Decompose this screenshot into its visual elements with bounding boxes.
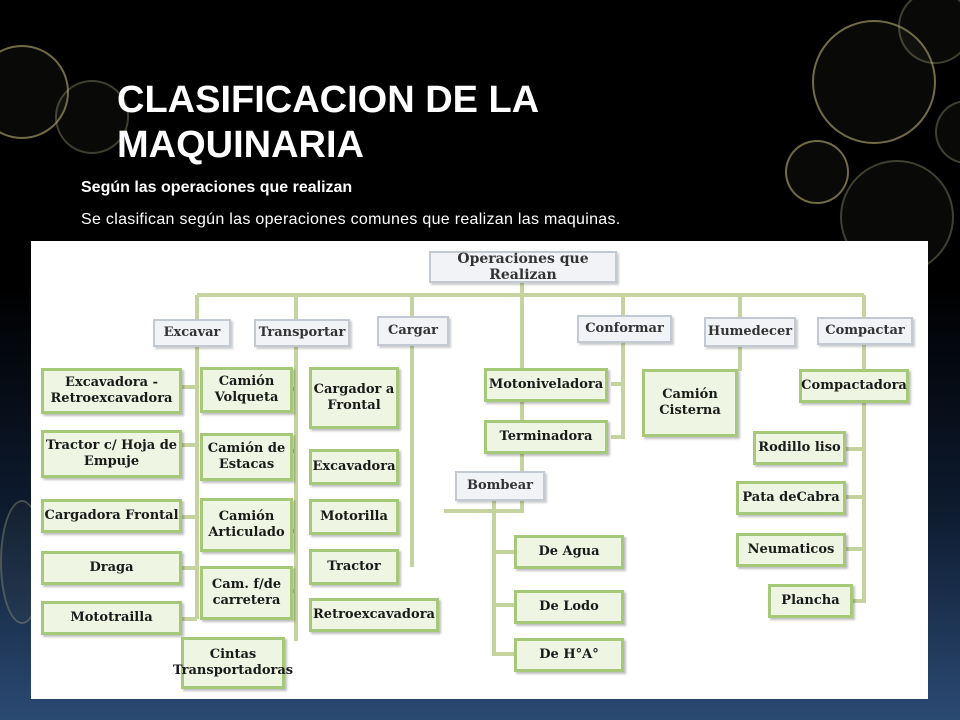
item-retroexcavadora: Retroexcavadora	[309, 598, 439, 632]
item-terminadora: Terminadora	[484, 420, 608, 454]
item-de-ha: De H°A°	[514, 638, 624, 672]
item-cam-carretera: Cam. f/de carretera	[200, 566, 293, 620]
item-tractor-hoja-empuje: Tractor c/ Hoja de Empuje	[41, 430, 182, 478]
item-pata-de-cabra: Pata deCabra	[736, 481, 846, 515]
item-cintas-transportadoras: Cintas Transportadoras	[173, 637, 293, 689]
item-camion-articulado: Camión Articulado	[200, 498, 293, 552]
item-rodillo-liso: Rodillo liso	[753, 431, 846, 465]
item-neumaticos: Neumaticos	[736, 533, 846, 567]
slide-subtitle: Según las operaciones que realizan	[81, 179, 353, 196]
slide-description: Se clasifican según las operaciones comu…	[81, 211, 621, 228]
decorative-bubble	[785, 140, 849, 204]
decorative-bubble	[55, 80, 129, 154]
item-cargador-frontal: Cargador a Frontal	[309, 367, 399, 429]
item-tractor: Tractor	[309, 549, 399, 585]
category-compactar: Compactar	[817, 317, 913, 345]
item-motorilla: Motorilla	[309, 499, 399, 535]
item-excavadora-retroexcavadora: Excavadora - Retroexcavadora	[41, 368, 182, 414]
category-humedecer: Humedecer	[704, 317, 796, 347]
decorative-bubble	[898, 0, 960, 64]
item-camion-estacas: Camión de Estacas	[200, 433, 293, 481]
item-compactadora: Compactadora	[799, 369, 909, 403]
slide-title: CLASIFICACION DE LA MAQUINARIA	[117, 79, 538, 166]
decorative-bubble	[812, 20, 936, 144]
item-de-lodo: De Lodo	[514, 590, 624, 624]
item-plancha: Plancha	[768, 584, 853, 618]
item-camion-cisterna: Camión Cisterna	[642, 369, 738, 437]
item-draga: Draga	[41, 551, 182, 585]
item-de-agua: De Agua	[514, 535, 624, 569]
item-motoniveladora: Motoniveladora	[484, 368, 608, 402]
item-excavadora: Excavadora	[309, 449, 399, 485]
category-excavar: Excavar	[153, 319, 231, 347]
decorative-bubble	[935, 100, 960, 164]
root-node: Operaciones que Realizan	[429, 251, 617, 283]
classification-diagram: Operaciones que Realizan Excavar Transpo…	[31, 241, 928, 699]
item-camion-volqueta: Camión Volqueta	[200, 367, 293, 413]
item-cargadora-frontal: Cargadora Frontal	[41, 499, 182, 533]
category-transportar: Transportar	[254, 319, 350, 347]
item-mototrailla: Mototrailla	[41, 601, 182, 635]
category-cargar: Cargar	[377, 316, 449, 346]
decorative-bubble	[0, 45, 69, 139]
category-bombear: Bombear	[455, 471, 545, 501]
category-conformar: Conformar	[577, 315, 672, 343]
connector-lines	[182, 281, 866, 656]
